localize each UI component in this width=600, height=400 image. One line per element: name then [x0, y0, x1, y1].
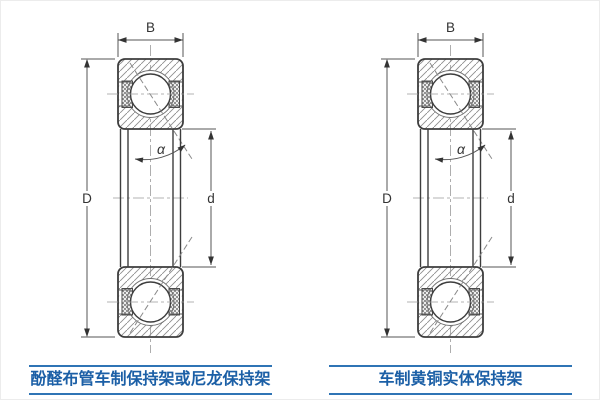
arrowhead	[84, 328, 90, 337]
arrowhead	[435, 157, 444, 163]
label-B: B	[146, 20, 155, 35]
caption-left-text: 酚醛布管车制保持架或尼龙保持架	[30, 371, 271, 388]
caption-right-text: 车制黄铜实体保持架	[378, 371, 523, 388]
arrowhead	[477, 144, 486, 152]
arrowhead	[508, 256, 514, 265]
contact-angle-annotation: α	[434, 141, 486, 163]
contact-angle-line	[429, 62, 493, 160]
bearing-diagram-right: B D d	[381, 20, 516, 353]
arrowhead	[208, 256, 214, 265]
contact-angle-line	[429, 236, 493, 334]
dimension-B: B	[117, 20, 184, 57]
label-alpha: α	[157, 141, 166, 157]
label-D: D	[82, 191, 92, 206]
bore-walls	[419, 129, 482, 267]
label-d: d	[507, 191, 515, 206]
arrowhead	[174, 37, 183, 43]
arrowhead	[135, 157, 144, 163]
bottom-ring-section	[407, 236, 494, 338]
arrowhead	[474, 37, 483, 43]
dimension-d: d	[482, 128, 516, 268]
arrowhead	[118, 37, 127, 43]
top-ring-section	[107, 58, 194, 160]
label-alpha: α	[457, 141, 466, 157]
contact-angle-line	[129, 62, 193, 160]
caption-left: 酚醛布管车制保持架或尼龙保持架	[29, 365, 272, 395]
arrowhead	[84, 59, 90, 68]
arrowhead	[418, 37, 427, 43]
arrowhead	[177, 144, 186, 152]
dimension-B: B	[417, 20, 484, 57]
label-D: D	[382, 191, 392, 206]
panel-left: B D d	[1, 1, 301, 399]
contact-angle-line	[129, 236, 193, 334]
dimension-D: D	[81, 58, 115, 338]
caption-right: 车制黄铜实体保持架	[329, 365, 572, 395]
arrowhead	[384, 59, 390, 68]
bearing-diagram-left: B D d	[81, 20, 216, 353]
dimension-d: d	[182, 128, 216, 268]
panel-right: B D d	[301, 1, 599, 399]
arrowhead	[508, 131, 514, 140]
label-d: d	[207, 191, 215, 206]
bore-walls	[119, 129, 182, 267]
label-B: B	[446, 20, 455, 35]
top-ring-section	[407, 58, 494, 160]
arrowhead	[384, 328, 390, 337]
contact-angle-annotation: α	[134, 141, 186, 163]
dimension-D: D	[381, 58, 415, 338]
arrowhead	[208, 131, 214, 140]
bottom-ring-section	[107, 236, 194, 338]
